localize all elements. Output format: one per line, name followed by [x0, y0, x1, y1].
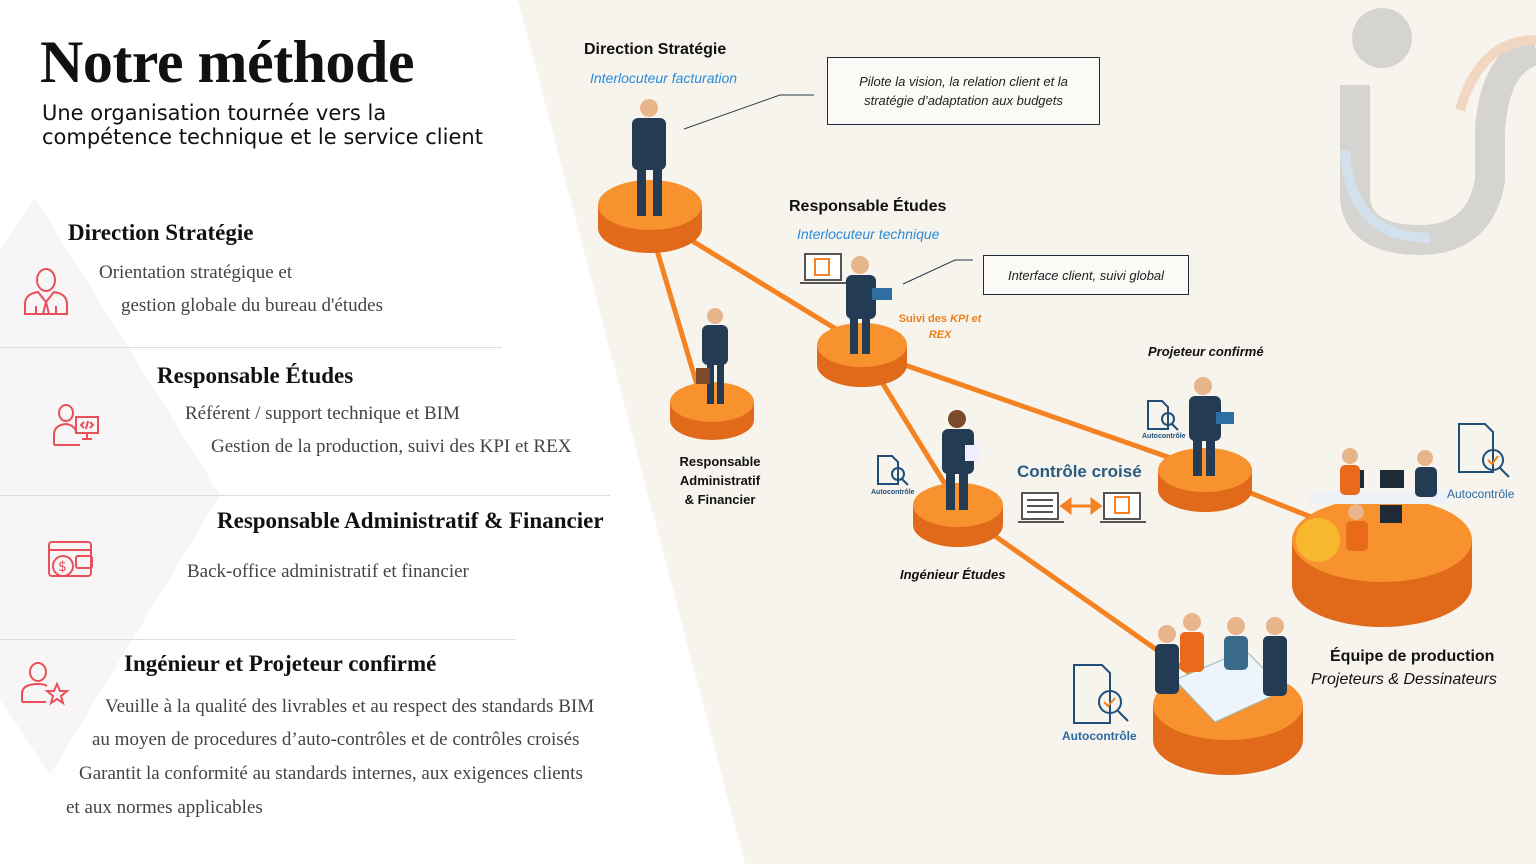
- diagram-label-equipe: Équipe de production: [1330, 648, 1495, 665]
- diagram-sub-equipe: Projeteurs & Dessinateurs: [1311, 671, 1497, 688]
- divider: [0, 347, 502, 348]
- role-desc: Gestion de la production, suivi des KPI …: [211, 436, 572, 457]
- person-projeteur: [1189, 377, 1234, 476]
- user-star-icon: [21, 662, 70, 706]
- autocontrole-label: Autocontrôle: [1447, 487, 1515, 501]
- role-desc: Orientation stratégique et: [99, 262, 293, 283]
- diagram-sub-direction: Interlocuteur facturation: [590, 70, 738, 86]
- diagram-label-resp-etudes: Responsable Études: [789, 198, 947, 215]
- role-desc: Veuille à la qualité des livrables et au…: [105, 696, 595, 717]
- callout-direction: Pilote la vision, la relation client et …: [827, 57, 1100, 125]
- wallet-icon: $: [48, 541, 93, 577]
- diagram-label-direction: Direction Stratégie: [584, 41, 727, 58]
- role-title-resp-etudes: Responsable Études: [157, 363, 354, 388]
- diagram-label-admin: Responsable Administratif & Financier: [660, 452, 780, 509]
- platform-equipe: [1292, 498, 1472, 627]
- laptop-icon: [800, 253, 846, 284]
- admin-line: Administratif: [679, 473, 761, 488]
- logo-watermark: [1340, 8, 1536, 256]
- person-ingenieur: [942, 410, 979, 510]
- admin-line: Responsable: [679, 454, 761, 469]
- person-direction: [632, 99, 666, 216]
- autocontrole-icons: [877, 400, 1510, 724]
- divider: [0, 639, 515, 640]
- callout-resp-etudes: Interface client, suivi global: [983, 255, 1189, 295]
- role-desc: gestion globale du bureau d'études: [121, 295, 383, 316]
- person-admin: [696, 308, 728, 404]
- kpi-text: KPI et: [950, 313, 982, 325]
- team-meeting: [1155, 613, 1287, 723]
- platform-ingenieur: [913, 483, 1003, 547]
- autocontrole-icon: [1073, 664, 1129, 724]
- autocontrole-icon: [1458, 423, 1510, 478]
- autocontrole-icon: [877, 455, 909, 486]
- autocontrole-label: Autocontrôle: [1142, 433, 1186, 440]
- platform-projeteur: [1158, 448, 1252, 512]
- svg-text:$: $: [58, 559, 67, 575]
- platform-direction: [598, 180, 702, 253]
- diagram-label-projeteur: Projeteur confirmé: [1148, 344, 1264, 359]
- page-subtitle: Une organisation tournée vers la compéte…: [42, 101, 483, 149]
- admin-line: & Financier: [684, 492, 756, 507]
- diagram-label-ingenieur: Ingénieur Études: [900, 567, 1006, 582]
- laptop-icon: [1018, 492, 1064, 523]
- divider: [0, 495, 610, 496]
- controle-croise-label: Contrôle croisé: [1017, 462, 1142, 481]
- role-title-ingenieur: Ingénieur et Projeteur confirmé: [124, 651, 437, 676]
- kpi-text: REX: [928, 329, 952, 341]
- double-arrow-icon: [1059, 497, 1103, 515]
- role-desc: Back-office administratif et financier: [187, 561, 469, 582]
- role-title-admin: Responsable Administratif & Financier: [217, 508, 604, 533]
- role-desc: au moyen de procedures d’auto-contrôles …: [92, 729, 580, 750]
- diagram-sub-resp-etudes: Interlocuteur technique: [797, 226, 940, 242]
- laptop-icon: [1100, 492, 1146, 523]
- page-title: Notre méthode: [40, 29, 414, 95]
- autocontrole-label: Autocontrôle: [871, 489, 915, 496]
- role-title-direction: Direction Stratégie: [68, 220, 254, 245]
- developer-icon: [53, 404, 99, 446]
- autocontrole-label: Autocontrôle: [1062, 729, 1137, 743]
- autocontrole-icon: [1147, 400, 1179, 431]
- kpi-text: Suivi des: [898, 313, 951, 325]
- kpi-label: Suivi des KPI et REX: [898, 311, 982, 343]
- role-desc: Garantit la conformité au standards inte…: [79, 763, 583, 784]
- people-figures: [632, 99, 1450, 723]
- role-desc: et aux normes applicables: [66, 797, 263, 818]
- production-team: [1310, 448, 1450, 551]
- person-resp-etudes: [846, 256, 892, 354]
- role-desc: Référent / support technique et BIM: [185, 403, 460, 424]
- executive-icon: [24, 268, 68, 315]
